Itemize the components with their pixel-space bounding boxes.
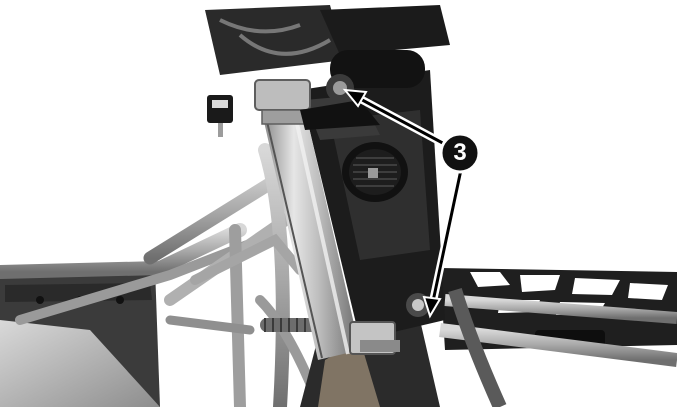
horn bbox=[342, 142, 408, 202]
callout-badge bbox=[439, 132, 481, 174]
tire-surface bbox=[318, 340, 380, 407]
handlebar-controls bbox=[205, 5, 450, 130]
callout-arrows bbox=[342, 88, 466, 319]
right-luggage-rack bbox=[439, 268, 677, 407]
ignition-key bbox=[207, 95, 233, 137]
fork-tube bbox=[258, 88, 360, 360]
callout-number-label: 3 bbox=[453, 139, 467, 166]
fork-clamps bbox=[254, 79, 400, 355]
